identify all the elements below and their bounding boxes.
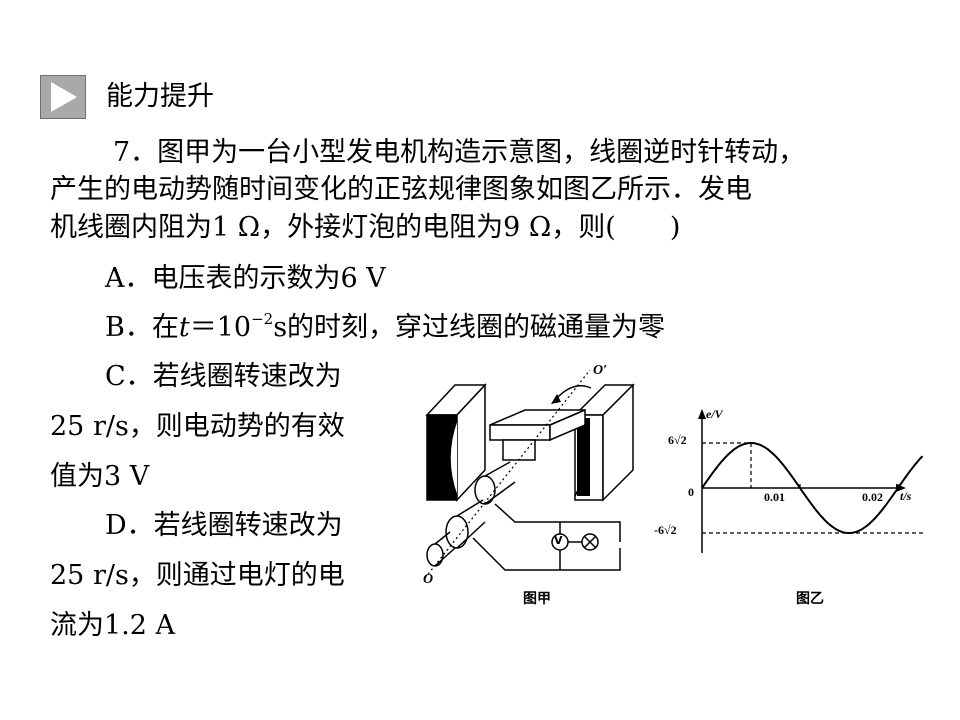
x-tick-0-01: 0.01 xyxy=(764,490,785,504)
figure-b-caption: 图乙 xyxy=(796,591,824,607)
axis-bottom-label: O xyxy=(423,572,434,587)
y-tick-negative: -6√2 xyxy=(654,523,677,537)
section-header: 能力提升 xyxy=(40,74,214,120)
option-c-line-2: 25 r/s，则电动势的有效 xyxy=(50,411,345,442)
option-b[interactable]: B．在t＝10−2s的时刻，穿过线圈的磁通量为零 xyxy=(105,311,665,345)
y-axis-label: e/V xyxy=(706,407,723,421)
axis-top-label: O′ xyxy=(593,363,608,378)
option-b-suffix: s的时刻，穿过线圈的磁通量为零 xyxy=(273,312,666,343)
option-c-line-1[interactable]: C．若线圈转速改为 xyxy=(105,361,342,392)
question-line-2: 产生的电动势随时间变化的正弦规律图象如图乙所示．发电 xyxy=(50,174,752,205)
sine-curve xyxy=(701,442,924,535)
option-b-exponent: −2 xyxy=(251,310,274,328)
play-triangle-icon xyxy=(40,75,86,119)
option-b-prefix: B．在 xyxy=(105,312,179,343)
x-axis-label: t/s xyxy=(900,489,912,503)
option-b-variable: t xyxy=(178,312,190,343)
option-a[interactable]: A．电压表的示数为6 V xyxy=(105,263,386,294)
section-title: 能力提升 xyxy=(106,81,214,112)
question-line-3: 机线圈内阻为1 Ω，外接灯泡的电阻为9 Ω，则( ) xyxy=(50,212,681,243)
x-tick-0-02: 0.02 xyxy=(862,490,883,504)
figure-a-caption: 图甲 xyxy=(523,591,551,607)
y-tick-positive: 6√2 xyxy=(668,433,687,447)
question-line-1: 7．图甲为一台小型发电机构造示意图，线圈逆时针转动， xyxy=(113,137,806,168)
sine-chart xyxy=(698,409,934,553)
voltmeter-label: V xyxy=(554,534,563,547)
option-d-line-1[interactable]: D．若线圈转速改为 xyxy=(105,510,343,541)
figure-a-generator: V O′ O 图甲 xyxy=(415,360,655,615)
origin-label: 0 xyxy=(688,485,694,499)
option-d-line-2: 25 r/s，则通过电灯的电 xyxy=(50,560,345,591)
figure-b-graph: e/V t/s 0 6√2 -6√2 0.01 0.02 图乙 xyxy=(650,405,934,610)
option-b-equals: ＝10 xyxy=(189,312,252,343)
option-d-line-3: 流为1.2 A xyxy=(50,610,176,641)
option-c-line-3: 值为3 V xyxy=(50,461,150,492)
generator-diagram xyxy=(424,369,635,579)
